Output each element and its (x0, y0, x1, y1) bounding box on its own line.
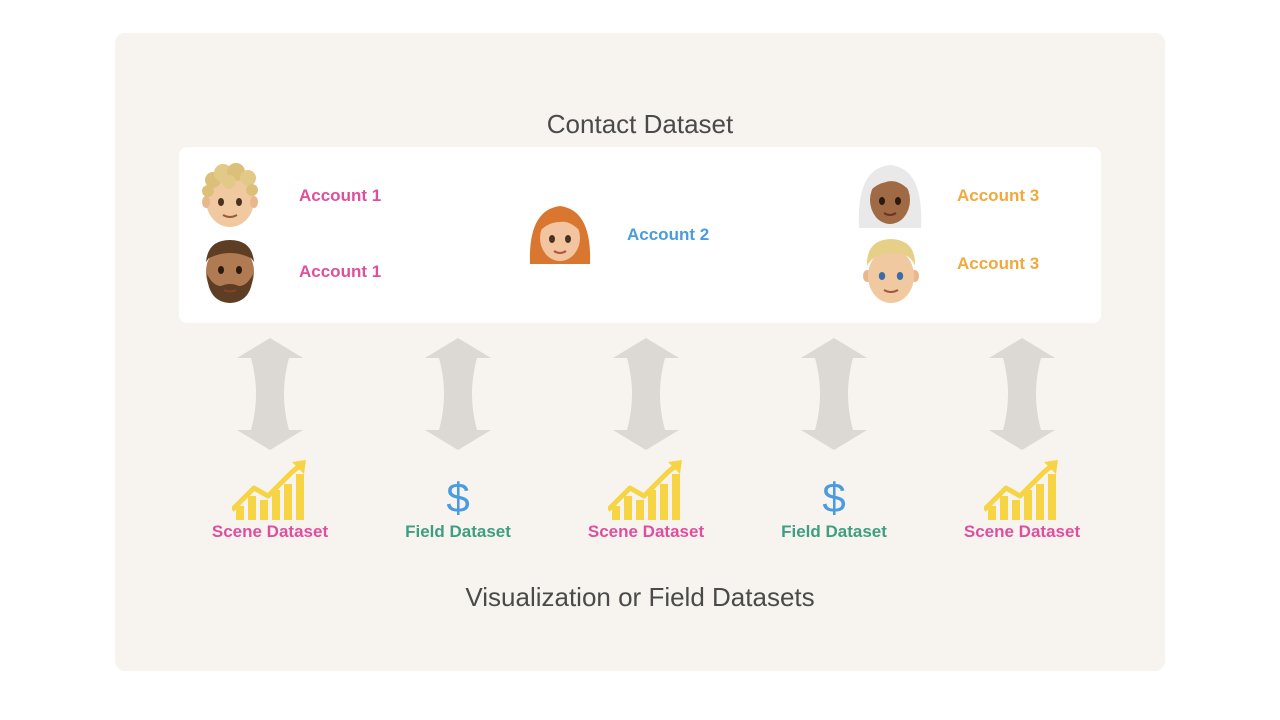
double-arrow-icon (801, 338, 867, 450)
chart-increasing-icon (608, 460, 682, 520)
white-haired-woman-emoji-icon (858, 165, 922, 228)
double-arrow-icon (425, 338, 491, 450)
contact-dataset-box (179, 147, 1101, 323)
dataset-label: Scene Dataset (211, 522, 329, 541)
scene-dataset: Scene Dataset (185, 458, 355, 542)
dollar-icon: $ (822, 474, 846, 521)
dataset-label: Field Dataset (405, 522, 511, 541)
visualization-datasets-title: Visualization or Field Datasets (465, 582, 815, 612)
account-label: Account 1 (299, 262, 382, 281)
scene-dataset: Scene Dataset (561, 458, 731, 542)
dataset-label: Field Dataset (781, 522, 887, 541)
blond-man-emoji-icon (863, 239, 919, 303)
dataset-label: Scene Dataset (587, 522, 705, 541)
chart-increasing-icon (984, 460, 1058, 520)
contact-dataset-title: Contact Dataset (546, 109, 734, 139)
double-arrow-icon (237, 338, 303, 450)
dollar-icon: $ (446, 474, 470, 521)
account-label: Account 3 (957, 254, 1040, 273)
bearded-man-emoji-icon (206, 240, 254, 303)
double-arrow-icon (613, 338, 679, 450)
account-label: Account 1 (299, 186, 382, 205)
account-label: Account 2 (627, 225, 710, 244)
scene-dataset: Scene Dataset (937, 458, 1107, 542)
dataset-label: Scene Dataset (963, 522, 1081, 541)
field-dataset: $ Field Dataset (373, 458, 543, 542)
chart-increasing-icon (232, 460, 306, 520)
account-label: Account 3 (957, 186, 1040, 205)
field-dataset: $ Field Dataset (749, 458, 919, 542)
red-haired-woman-emoji-icon (529, 206, 591, 264)
curly-blond-man-emoji-icon (202, 163, 258, 227)
double-arrow-icon (989, 338, 1055, 450)
